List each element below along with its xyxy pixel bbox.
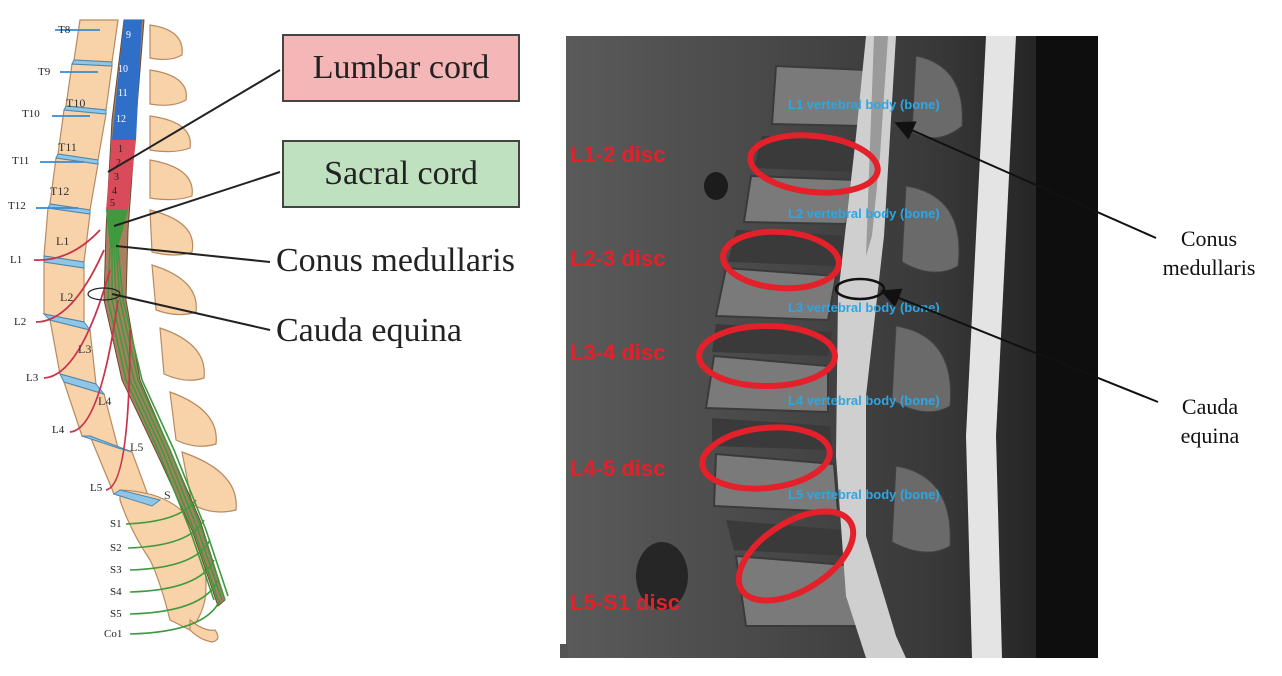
sacral-nerve-roots xyxy=(125,499,221,635)
vertebra-label: T11 xyxy=(58,140,77,154)
cord-segment-label: 1 xyxy=(118,144,123,155)
mri-cord xyxy=(866,36,888,256)
level-label: Co1 xyxy=(104,628,123,640)
vertebral-body-label: L4 vertebral body (bone) xyxy=(788,393,940,408)
cord-sacral xyxy=(106,210,128,248)
vertebra-label: L1 xyxy=(56,234,70,248)
level-label: S3 xyxy=(110,564,122,576)
cauda-marker xyxy=(87,287,121,301)
disc-label: L4-5 disc xyxy=(570,456,666,481)
level-label: T8 xyxy=(58,24,71,36)
disc-label: L3-4 disc xyxy=(570,340,666,365)
conus-side-line2: medullaris xyxy=(1162,255,1256,280)
mri-edge xyxy=(560,644,568,658)
vertebra-label: S xyxy=(164,488,171,502)
level-label: T11 xyxy=(12,155,30,167)
spine-illustration xyxy=(33,19,281,643)
vertebra-label: L2 xyxy=(60,290,74,304)
level-label: L2 xyxy=(14,316,27,328)
vertebral-body-label: L1 vertebral body (bone) xyxy=(788,97,940,112)
vertebral-body-label: L2 vertebral body (bone) xyxy=(788,206,940,221)
level-label: L1 xyxy=(10,254,23,266)
cord-thoracic xyxy=(112,20,142,140)
cord-segment-label: 2 xyxy=(116,158,121,169)
cord-segment-label: 4 xyxy=(112,186,117,197)
level-label: L4 xyxy=(52,424,65,436)
vertebral-body-label: L3 vertebral body (bone) xyxy=(788,300,940,315)
disc-label: L5-S1 disc xyxy=(570,590,681,615)
vertebral-body-label: L5 vertebral body (bone) xyxy=(788,487,940,502)
level-label: L3 xyxy=(26,372,39,384)
spinous-processes xyxy=(149,24,237,513)
lumbar-nerve-roots xyxy=(33,229,131,491)
illustration-discs xyxy=(42,59,162,507)
level-label: S2 xyxy=(110,542,122,554)
level-label: S5 xyxy=(110,608,122,620)
conus-side-line1: Conus xyxy=(1180,226,1238,251)
cord-segment-label: 12 xyxy=(116,114,126,125)
disc-label: L1-2 disc xyxy=(570,142,666,167)
vertebral-bodies xyxy=(43,19,219,643)
sacral-cord-label: Sacral cord xyxy=(324,155,478,192)
thoracic-nerve-roots xyxy=(36,29,100,209)
cord-lumbar xyxy=(106,140,136,210)
cord-segment-label: 11 xyxy=(118,88,128,99)
cauda-side-line1: Cauda xyxy=(1181,394,1239,419)
vertebra-label: L4 xyxy=(98,394,112,408)
conus-medullaris-label: Conus medullaris xyxy=(276,242,515,279)
vertebra-label: T10 xyxy=(66,96,86,110)
leader-lines xyxy=(107,69,281,331)
vertebra-label: L5 xyxy=(130,440,144,454)
level-label: S1 xyxy=(110,518,122,530)
cauda-side-line2: equina xyxy=(1180,423,1240,448)
disc-highlight-ellipses xyxy=(696,132,881,604)
cauda-equina-strands xyxy=(107,247,229,601)
cauda-equina-label: Cauda equina xyxy=(276,312,462,349)
cord-segment-label: 3 xyxy=(114,172,119,183)
sacral-cord-box: Sacral cord xyxy=(282,140,520,208)
cord-segment-label: 10 xyxy=(118,64,128,75)
level-label: L5 xyxy=(90,482,103,494)
cord-segment-label: 9 xyxy=(126,30,131,41)
disc-label: L2-3 disc xyxy=(570,246,666,271)
level-label: T9 xyxy=(38,66,51,78)
cauda-side-label: Cauda equina xyxy=(1160,392,1260,450)
lumbar-cord-box: Lumbar cord xyxy=(282,34,520,102)
cord-segment-label: 5 xyxy=(110,198,115,209)
vertebra-label: T12 xyxy=(50,184,70,198)
level-label: S4 xyxy=(110,586,122,598)
level-label: T10 xyxy=(22,108,40,120)
level-label: T12 xyxy=(8,200,26,212)
vertebra-label: L3 xyxy=(78,342,92,356)
lumbar-cord-label: Lumbar cord xyxy=(312,49,490,86)
conus-side-label: Conus medullaris xyxy=(1150,224,1268,282)
